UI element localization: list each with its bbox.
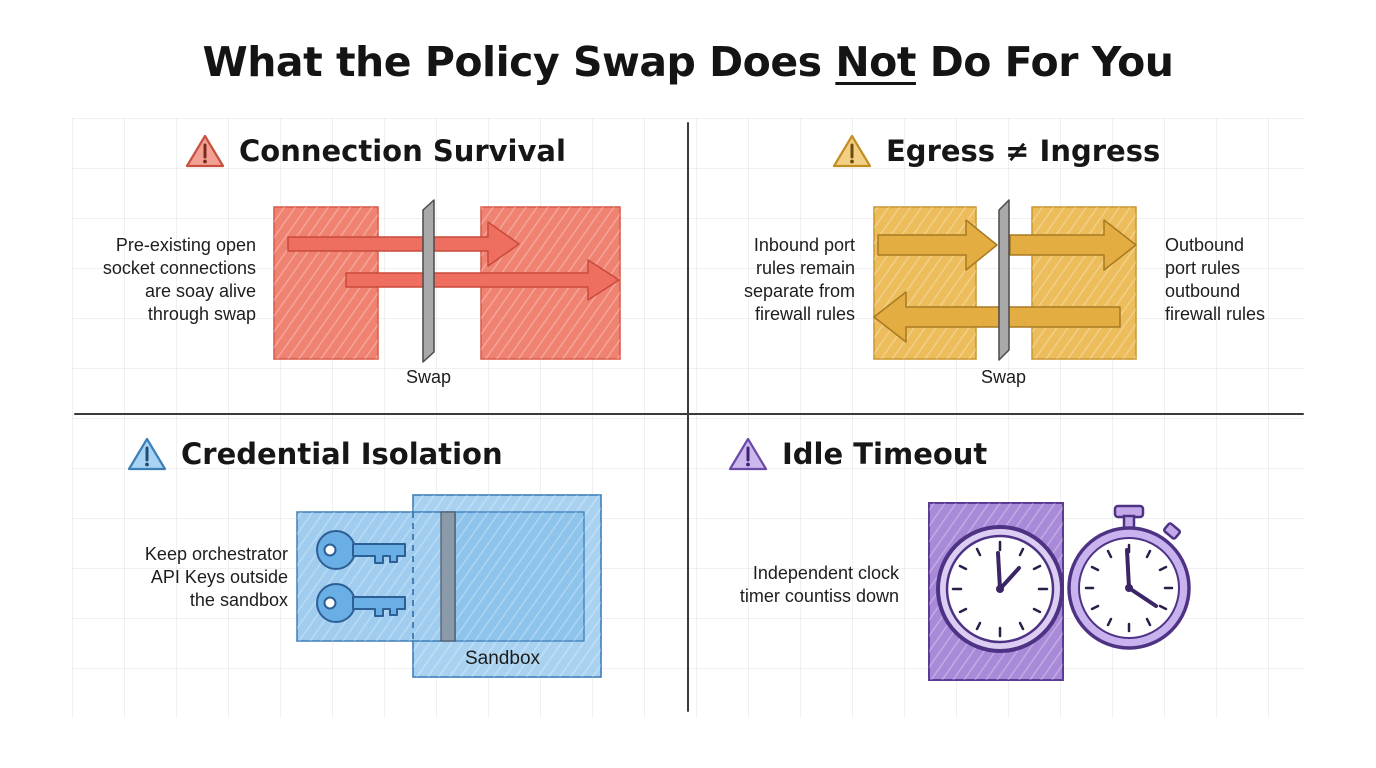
- credential-isolation-diagram: [296, 494, 602, 678]
- swap-label: Swap: [981, 367, 1027, 387]
- egress-caption: Outbound port rules outbound firewall ru…: [1165, 235, 1266, 324]
- credential-isolation-heading: Credential Isolation: [127, 432, 503, 476]
- egress-ingress-diagram: [873, 199, 1137, 361]
- title-emphasis: Not: [835, 38, 916, 86]
- heading-text: Egress ≠ Ingress: [886, 134, 1161, 168]
- return-arrow: [873, 291, 1121, 343]
- egress-arrow: [1009, 219, 1137, 271]
- warning-triangle-icon: [185, 134, 225, 168]
- warning-triangle-icon: [127, 437, 167, 471]
- connection-arrow: [345, 259, 620, 301]
- sandbox-label: Sandbox: [465, 648, 541, 669]
- connection-arrow: [287, 221, 520, 267]
- title-before: What the Policy Swap Does: [202, 38, 836, 86]
- isolation-bar: [440, 511, 456, 642]
- title-after: Do For You: [915, 38, 1174, 86]
- swap-barrier: [998, 199, 1010, 361]
- horizontal-divider: [74, 413, 1304, 415]
- connection-survival-heading: Connection Survival: [185, 129, 566, 173]
- ingress-caption: Inbound port rules remain separate from …: [743, 235, 855, 324]
- heading-text: Credential Isolation: [181, 437, 503, 471]
- warning-triangle-icon: [728, 437, 768, 471]
- idle-timeout-caption: Independent clock timer countiss down: [739, 563, 899, 606]
- vertical-divider: [687, 122, 689, 712]
- credential-isolation-caption: Keep orchestrator API Keys outside the s…: [144, 544, 288, 610]
- connection-survival-caption: Pre-existing open socket connections are…: [102, 235, 256, 324]
- heading-text: Idle Timeout: [782, 437, 988, 471]
- idle-timeout-heading: Idle Timeout: [728, 432, 987, 476]
- egress-ingress-heading: Egress ≠ Ingress: [832, 129, 1160, 173]
- page-title: What the Policy Swap Does Not Do For You: [0, 38, 1376, 86]
- clock-icon: [936, 525, 1064, 653]
- swap-barrier: [422, 199, 435, 363]
- idle-timeout-diagram: [928, 502, 1191, 681]
- connection-survival-diagram: [273, 199, 621, 363]
- stopwatch-icon: [1067, 504, 1191, 650]
- warning-triangle-icon: [832, 134, 872, 168]
- swap-label: Swap: [406, 367, 452, 387]
- ingress-arrow: [877, 219, 998, 271]
- heading-text: Connection Survival: [239, 134, 566, 168]
